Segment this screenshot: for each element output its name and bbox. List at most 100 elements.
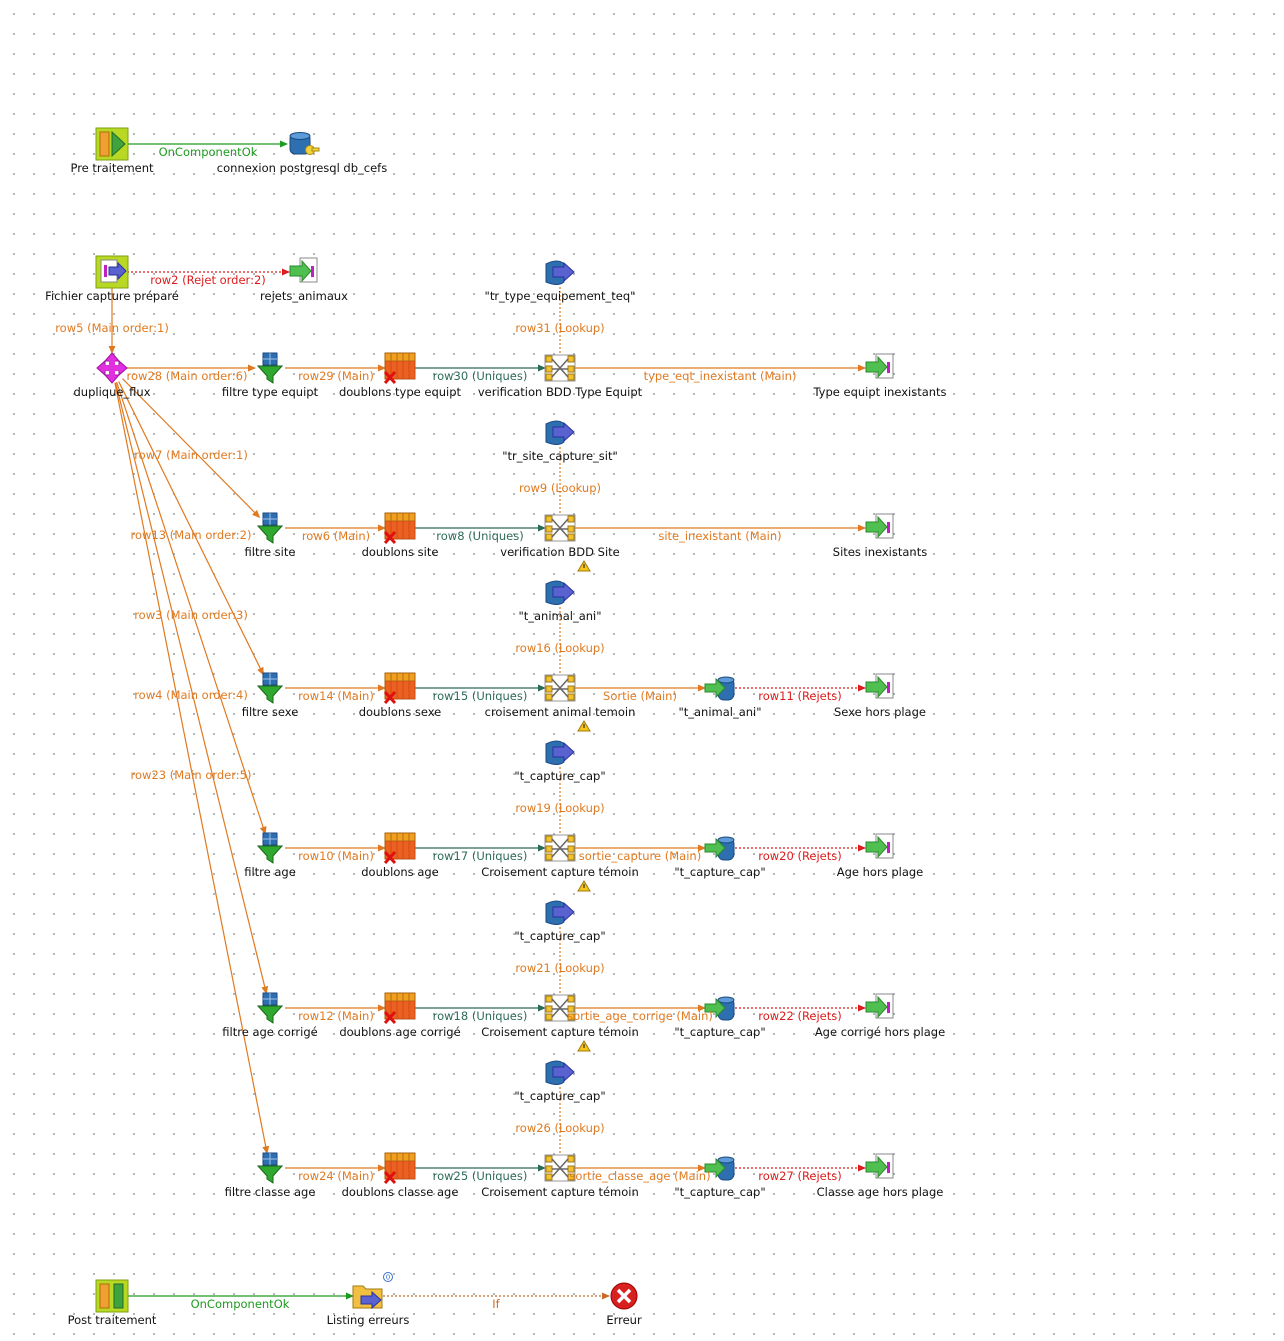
- component-label[interactable]: doublons site: [361, 545, 439, 559]
- file-output-icon[interactable]: [865, 513, 894, 539]
- db-input-icon[interactable]: [545, 580, 575, 605]
- component-label[interactable]: verification BDD Type Equipt: [477, 385, 643, 399]
- file-output-icon[interactable]: [865, 833, 894, 859]
- db-output-icon[interactable]: [704, 1156, 735, 1181]
- component-label[interactable]: "t_capture_cap": [514, 929, 606, 943]
- connection-label[interactable]: row30 (Uniques): [432, 369, 528, 383]
- db-output-icon[interactable]: [704, 676, 735, 701]
- connection-label[interactable]: row8 (Uniques): [436, 529, 524, 543]
- connection-label[interactable]: Sortie (Main): [603, 689, 677, 703]
- connection-label[interactable]: row21 (Lookup): [515, 961, 605, 975]
- filter-icon[interactable]: [256, 992, 284, 1024]
- component-label[interactable]: "t_capture_cap": [674, 1025, 766, 1039]
- connection-label[interactable]: row25 (Uniques): [432, 1169, 528, 1183]
- component-label[interactable]: Erreur: [606, 1313, 642, 1327]
- file-input-icon[interactable]: [95, 255, 129, 289]
- db-input-icon[interactable]: [545, 260, 575, 285]
- component-label[interactable]: connexion postgresql db_cefs: [216, 161, 388, 175]
- connection-label[interactable]: row19 (Lookup): [515, 801, 605, 815]
- connection-label[interactable]: row13 (Main order:2): [130, 528, 252, 542]
- connection-label[interactable]: OnComponentOk: [158, 145, 258, 159]
- connection-label[interactable]: site_inexistant (Main): [658, 529, 782, 543]
- connection-label[interactable]: row14 (Main): [298, 689, 374, 703]
- component-label[interactable]: filtre sexe: [241, 705, 299, 719]
- component-label[interactable]: "t_capture_cap": [514, 769, 606, 783]
- connection-label[interactable]: row6 (Main): [301, 529, 371, 543]
- map-icon[interactable]: [544, 1154, 576, 1182]
- connection-label[interactable]: row10 (Main): [298, 849, 374, 863]
- connection-label[interactable]: row27 (Rejets): [758, 1169, 842, 1183]
- component-label[interactable]: "tr_site_capture_sit": [502, 449, 618, 463]
- filter-icon[interactable]: [256, 352, 284, 384]
- component-label[interactable]: croisement animal temoin: [484, 705, 636, 719]
- postjob-icon[interactable]: [95, 1279, 129, 1313]
- db-output-icon[interactable]: [704, 996, 735, 1021]
- db-output-icon[interactable]: [704, 836, 735, 861]
- component-label[interactable]: doublons age: [361, 865, 439, 879]
- component-label[interactable]: duplique_flux: [73, 385, 151, 399]
- component-label[interactable]: filtre type equipt: [221, 385, 319, 399]
- unique-rows-icon[interactable]: [383, 1152, 416, 1185]
- component-label[interactable]: "t_animal_ani": [678, 705, 762, 719]
- filter-icon[interactable]: [256, 832, 284, 864]
- replicate-icon[interactable]: [96, 352, 128, 384]
- component-label[interactable]: Pre traitement: [70, 161, 154, 175]
- file-output-icon[interactable]: [865, 353, 894, 379]
- file-list-icon[interactable]: [352, 1285, 383, 1310]
- connection-label[interactable]: row2 (Rejet order:2): [150, 273, 266, 287]
- component-label[interactable]: "t_capture_cap": [514, 1089, 606, 1103]
- connection-label[interactable]: row11 (Rejets): [758, 689, 842, 703]
- connection-dup-filtre5[interactable]: [115, 382, 269, 995]
- map-icon[interactable]: [544, 994, 576, 1022]
- db-input-icon[interactable]: [545, 420, 575, 445]
- component-label[interactable]: Sexe hors plage: [834, 705, 926, 719]
- connection-label[interactable]: row16 (Lookup): [515, 641, 605, 655]
- connection-label[interactable]: row18 (Uniques): [432, 1009, 528, 1023]
- connection-label[interactable]: row4 (Main order:4): [134, 688, 248, 702]
- connection-label[interactable]: row23 (Main order:5): [130, 768, 252, 782]
- connection-dup-filtre6[interactable]: [114, 382, 270, 1155]
- connection-label[interactable]: row31 (Lookup): [515, 321, 605, 335]
- component-label[interactable]: verification BDD Site: [500, 545, 620, 559]
- connection-label[interactable]: row22 (Rejets): [758, 1009, 842, 1023]
- connection-label[interactable]: row7 (Main order:1): [134, 448, 248, 462]
- unique-rows-icon[interactable]: [383, 672, 416, 705]
- unique-rows-icon[interactable]: [383, 352, 416, 385]
- component-label[interactable]: Type equipt inexistants: [813, 385, 947, 399]
- unique-rows-icon[interactable]: [383, 992, 416, 1025]
- connection-label[interactable]: row20 (Rejets): [758, 849, 842, 863]
- db-connection-icon[interactable]: [289, 132, 320, 155]
- component-label[interactable]: filtre site: [244, 545, 296, 559]
- connection-label[interactable]: sortie_classe_age (Main): [569, 1169, 711, 1183]
- connection-label[interactable]: row24 (Main): [298, 1169, 374, 1183]
- connection-dup-filtre4[interactable]: [116, 382, 267, 835]
- component-label[interactable]: Classe age hors plage: [816, 1185, 944, 1199]
- filter-icon[interactable]: [256, 672, 284, 704]
- error-icon[interactable]: [610, 1282, 638, 1310]
- component-label[interactable]: Age hors plage: [836, 865, 924, 879]
- connection-dup-filtre3[interactable]: [118, 381, 264, 676]
- component-label[interactable]: doublons type equipt: [338, 385, 462, 399]
- component-label[interactable]: doublons age corrigé: [339, 1025, 461, 1039]
- filter-icon[interactable]: [256, 1152, 284, 1184]
- db-input-icon[interactable]: [545, 740, 575, 765]
- connection-label[interactable]: row3 (Main order:3): [134, 608, 248, 622]
- connection-label[interactable]: row9 (Lookup): [518, 481, 602, 495]
- component-label[interactable]: rejets_animaux: [260, 289, 348, 303]
- component-label[interactable]: "tr_type_equipement_teq": [484, 289, 636, 303]
- component-label[interactable]: doublons sexe: [358, 705, 442, 719]
- db-input-icon[interactable]: [545, 900, 575, 925]
- connection-label[interactable]: row12 (Main): [298, 1009, 374, 1023]
- connection-label[interactable]: OnComponentOk: [190, 1297, 290, 1311]
- map-icon[interactable]: [544, 674, 576, 702]
- connection-label[interactable]: row15 (Uniques): [432, 689, 528, 703]
- component-label[interactable]: filtre age: [244, 865, 296, 879]
- component-label[interactable]: Post traitement: [67, 1313, 157, 1327]
- connection-label[interactable]: row29 (Main): [298, 369, 374, 383]
- file-output-icon[interactable]: [865, 1153, 894, 1179]
- connection-label[interactable]: row5 (Main order:1): [55, 321, 169, 335]
- component-label[interactable]: Croisement capture témoin: [481, 865, 639, 879]
- connection-label[interactable]: row28 (Main order:6): [126, 369, 248, 383]
- component-label[interactable]: "t_capture_cap": [674, 1185, 766, 1199]
